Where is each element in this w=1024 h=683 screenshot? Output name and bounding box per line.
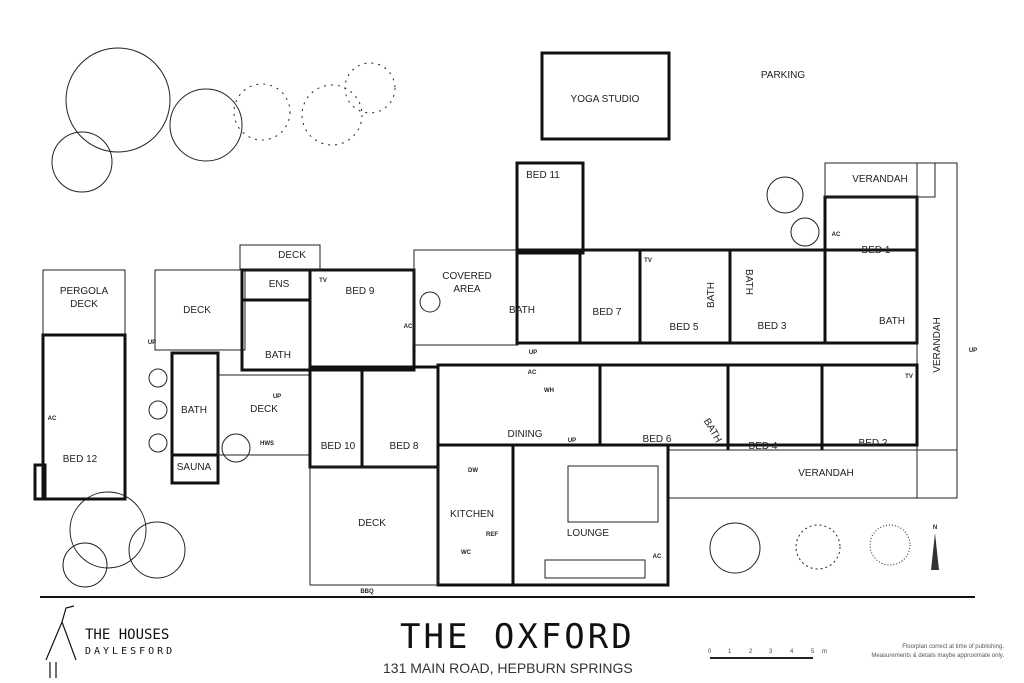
label-lounge: LOUNGE [567,528,610,539]
walls [33,51,975,598]
north-label: N [933,525,937,531]
scale-tick: 1 [728,649,732,655]
label-ac: AC [653,554,662,560]
label-ac: AC [404,324,413,330]
label-hws: HWS [260,441,274,447]
page-title: THE OXFORD [400,617,635,657]
label-bbq: BBQ [360,589,374,595]
label-deck-mid: DECK [250,404,278,415]
logo-house-icon [45,605,77,678]
label-covered: COVERED [442,271,491,282]
address: 131 MAIN ROAD, HEPBURN SPRINGS [383,660,633,676]
label-tv: TV [319,278,327,284]
label-bath-3: BATH [743,269,754,295]
label-ac: AC [528,370,537,376]
label-bed-4: BED 4 [749,441,778,452]
label-bed-5: BED 5 [670,322,699,333]
label-verandah-right: VERANDAH [932,317,943,373]
scale-tick: 0 [708,649,712,655]
label-wh: WH [544,388,554,394]
label-ac: AC [832,232,841,238]
label-bed-12: BED 12 [63,454,98,465]
label-deck-west: DECK [183,305,211,316]
label-bath-6: BATH [701,417,723,445]
label-tv: TV [644,258,652,264]
label-bath-5: BATH [706,282,717,308]
label-bed-7: BED 7 [593,307,622,318]
label-verandah-top: VERANDAH [852,174,908,185]
label-area: AREA [453,284,481,295]
label-up: UP [529,350,537,356]
label-deck-south: DECK [358,518,386,529]
label-up: UP [969,348,977,354]
disclaimer-line-2: Measurements & details maybe approximate… [871,653,1004,659]
label-ac: AC [48,416,57,422]
label-bath-9: BATH [265,350,291,361]
label-up: UP [273,394,281,400]
label-deck-top: DECK [278,250,306,261]
label-dw: DW [468,468,478,474]
label-yoga-studio: YOGA STUDIO [571,94,640,105]
label-bed-3: BED 3 [758,321,787,332]
label-bed-10: BED 10 [321,441,356,452]
label-verandah-bottom: VERANDAH [798,468,854,479]
scale-tick: 3 [769,649,773,655]
label-pergola-deck: DECK [70,299,98,310]
label-tv: TV [905,374,913,380]
label-bath-sauna: BATH [181,405,207,416]
label-parking: PARKING [761,70,805,81]
scale-tick: 5 [811,649,815,655]
scale-tick: 4 [790,649,794,655]
label-kitchen: KITCHEN [450,509,494,520]
scale-tick: 2 [749,649,753,655]
brand-name: THE HOUSES [85,627,170,643]
brand-location: DAYLESFORD [85,646,176,657]
disclaimer-line-1: Floorplan correct at time of publishing. [902,644,1004,650]
disclaimer: Floorplan correct at time of publishing.… [871,643,1004,661]
label-pergola: PERGOLA [60,286,109,297]
label-bed-11: BED 11 [526,170,560,181]
label-bed-8: BED 8 [390,441,419,452]
label-sauna: SAUNA [177,462,212,473]
label-bed-9: BED 9 [346,286,375,297]
label-bed-2: BED 2 [859,438,888,449]
label-bath-central: BATH [509,305,535,316]
tree-icon [51,47,911,588]
label-bed-6: BED 6 [643,434,672,445]
label-ensuite: ENS [269,279,290,290]
label-dining: DINING [508,429,543,440]
label-ref: REF [486,532,498,538]
label-up: UP [148,340,156,346]
scale-unit: m [822,649,827,655]
label-bath-1: BATH [879,316,905,327]
label-wc: WC [461,550,472,556]
north-arrow-icon [931,533,939,570]
label-up: UP [568,438,576,444]
label-bed-1: BED 1 [862,245,891,256]
